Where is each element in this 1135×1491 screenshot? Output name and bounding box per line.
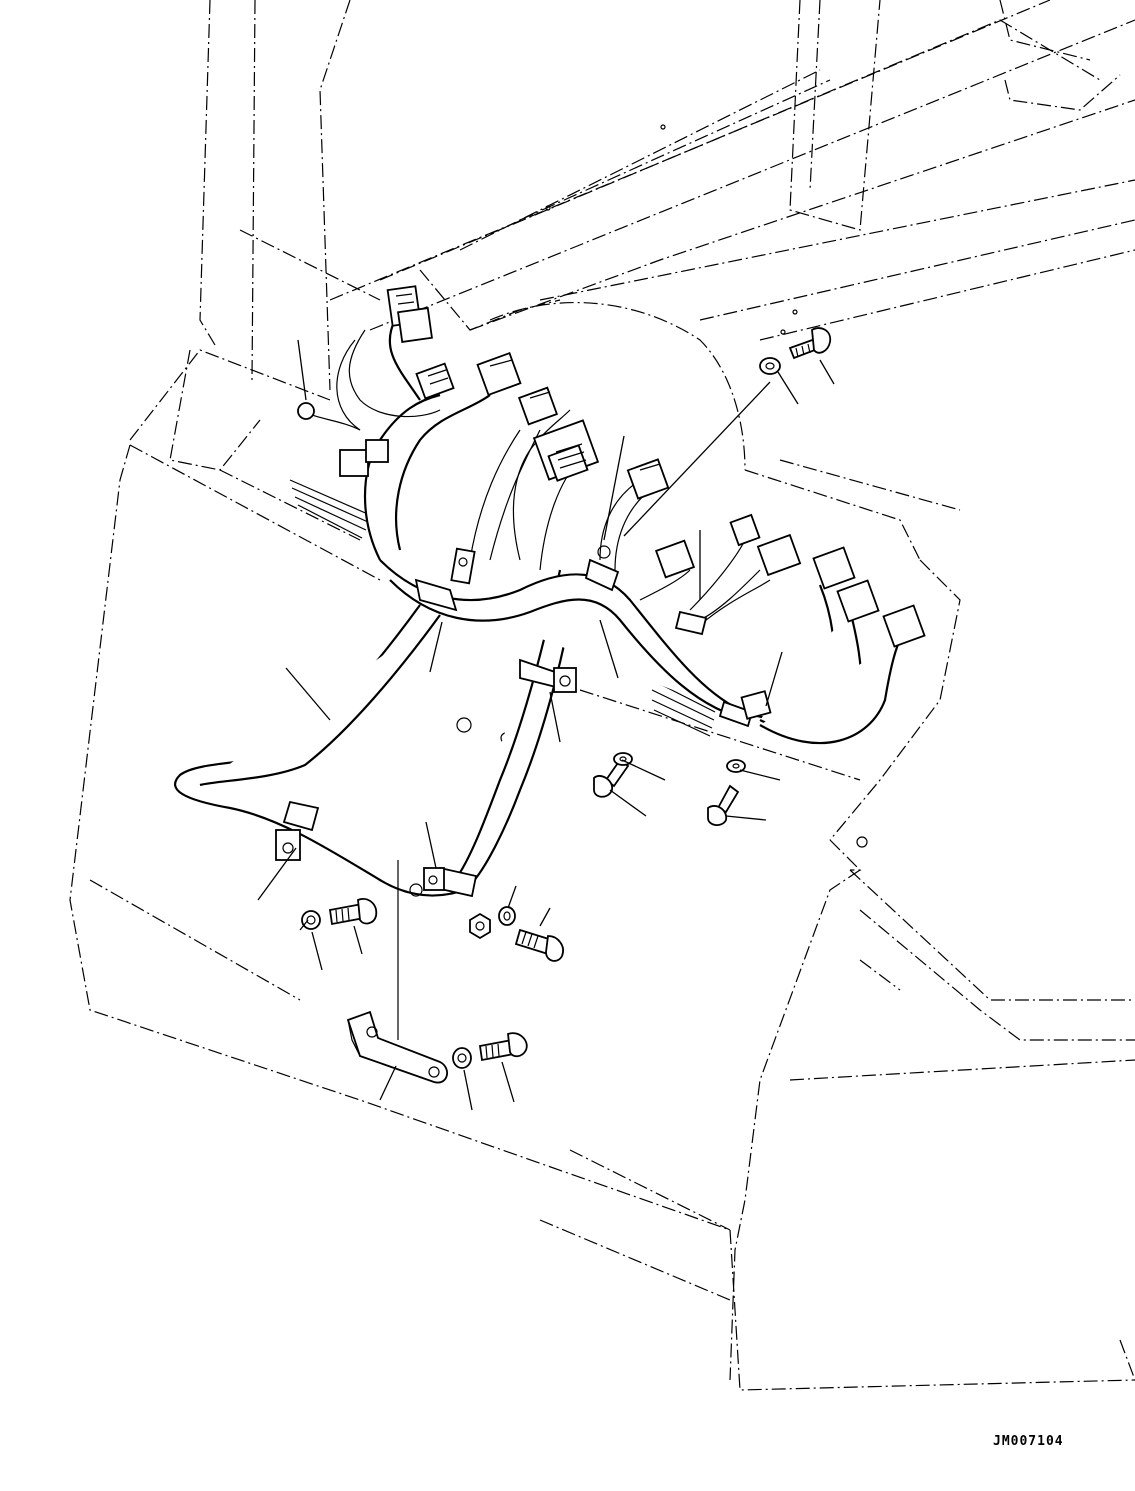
connector-5 <box>532 419 600 482</box>
fastener-bolt-lower-1 <box>328 898 378 926</box>
mounting-bracket <box>346 860 448 1084</box>
connector-9 <box>756 533 802 577</box>
connector-10 <box>812 546 856 590</box>
embossed-mark-right <box>651 679 716 737</box>
grommet-ball <box>297 402 315 420</box>
clamp-1 <box>414 547 476 612</box>
connector-7 <box>654 539 696 579</box>
clamp-5 <box>584 545 620 592</box>
connector-4 <box>517 386 559 426</box>
clamp-2 <box>519 658 577 693</box>
clamp-4 <box>423 866 478 898</box>
connector-top-left <box>386 285 433 343</box>
connector-12 <box>882 604 926 648</box>
nut-lower <box>469 912 491 940</box>
fastener-bolt-lower-2 <box>514 928 564 962</box>
connector-3 <box>476 351 522 397</box>
fastener-bolt-top-right <box>788 327 832 360</box>
clamp-3 <box>275 800 320 861</box>
washer-mid-2 <box>726 759 746 773</box>
washer-lower-1 <box>301 910 321 930</box>
connector-13 <box>339 439 389 477</box>
embossed-mark-left <box>289 479 371 539</box>
washer-top-right <box>759 357 781 375</box>
washer-bracket <box>452 1047 472 1069</box>
connector-8 <box>729 513 761 547</box>
leader-lines <box>257 339 835 1111</box>
clamp-7 <box>718 690 772 728</box>
drawing-reference-code: JM007104 <box>993 1434 1064 1449</box>
connector-2 <box>415 362 455 400</box>
connector-6 <box>626 458 670 500</box>
clamp-6 <box>674 610 708 636</box>
fastener-bolt-mid-2 <box>707 784 740 826</box>
cab-frame-structure <box>69 0 1135 1391</box>
harness-clamps <box>275 545 772 898</box>
fastener-bolt-bracket <box>478 1032 528 1062</box>
wiring-harness <box>174 319 901 897</box>
washer-lower-2 <box>498 906 516 926</box>
connector-group <box>297 285 926 648</box>
fastener-bolt-mid-1 <box>593 758 630 798</box>
connector-11 <box>836 579 880 623</box>
